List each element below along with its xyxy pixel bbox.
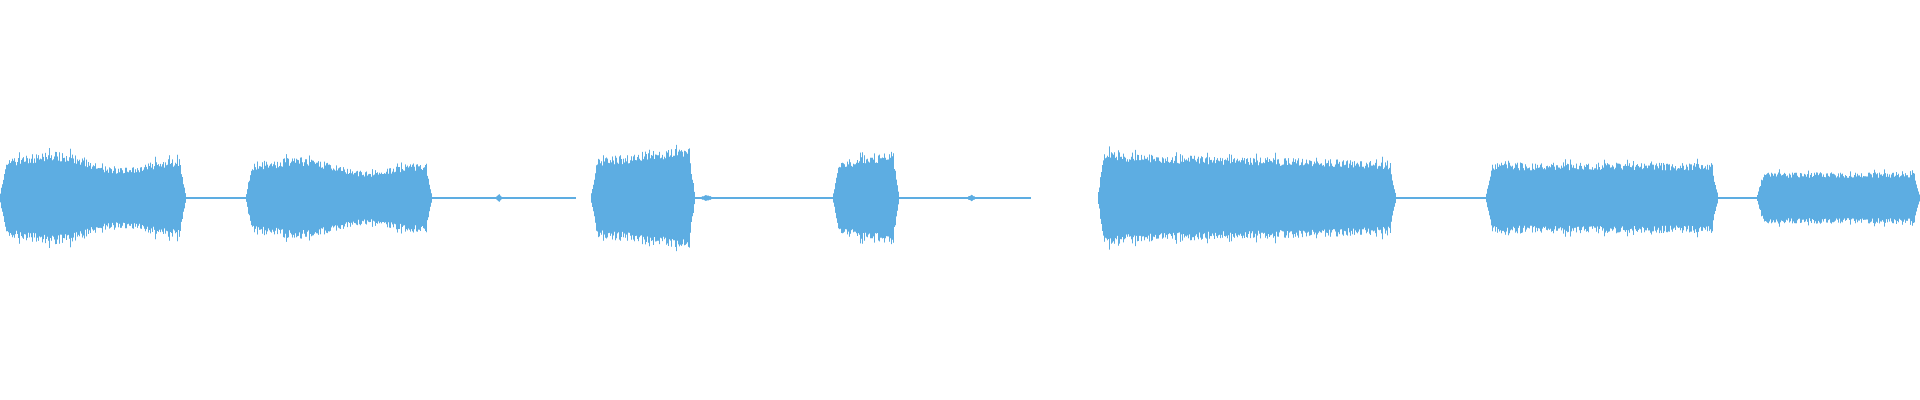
silence-segment — [1718, 197, 1757, 199]
audio-blip — [966, 194, 977, 202]
waveform-samples — [0, 148, 186, 248]
audio-blip — [699, 195, 714, 201]
waveform-samples — [833, 151, 899, 245]
audio-burst — [591, 144, 695, 252]
silence-segment — [695, 197, 833, 199]
audio-burst — [833, 151, 899, 245]
waveform-samples — [1098, 146, 1396, 250]
audio-burst — [1757, 169, 1920, 227]
waveform-samples — [1486, 158, 1718, 238]
audio-burst — [1486, 158, 1718, 238]
silence-segment — [1396, 197, 1486, 199]
waveform-samples — [246, 154, 432, 242]
waveform-trace — [0, 144, 1920, 252]
audio-burst — [246, 154, 432, 242]
waveform-samples — [1757, 169, 1920, 227]
audio-burst — [1098, 146, 1396, 250]
silence-segment — [432, 197, 576, 199]
waveform-samples — [495, 194, 503, 202]
waveform-samples — [699, 195, 714, 201]
silence-segment — [186, 197, 246, 199]
waveform-samples — [591, 144, 695, 252]
waveform-samples — [966, 194, 977, 202]
audio-burst — [0, 148, 186, 248]
silence-segment — [899, 197, 1031, 199]
audio-blip — [495, 194, 503, 202]
